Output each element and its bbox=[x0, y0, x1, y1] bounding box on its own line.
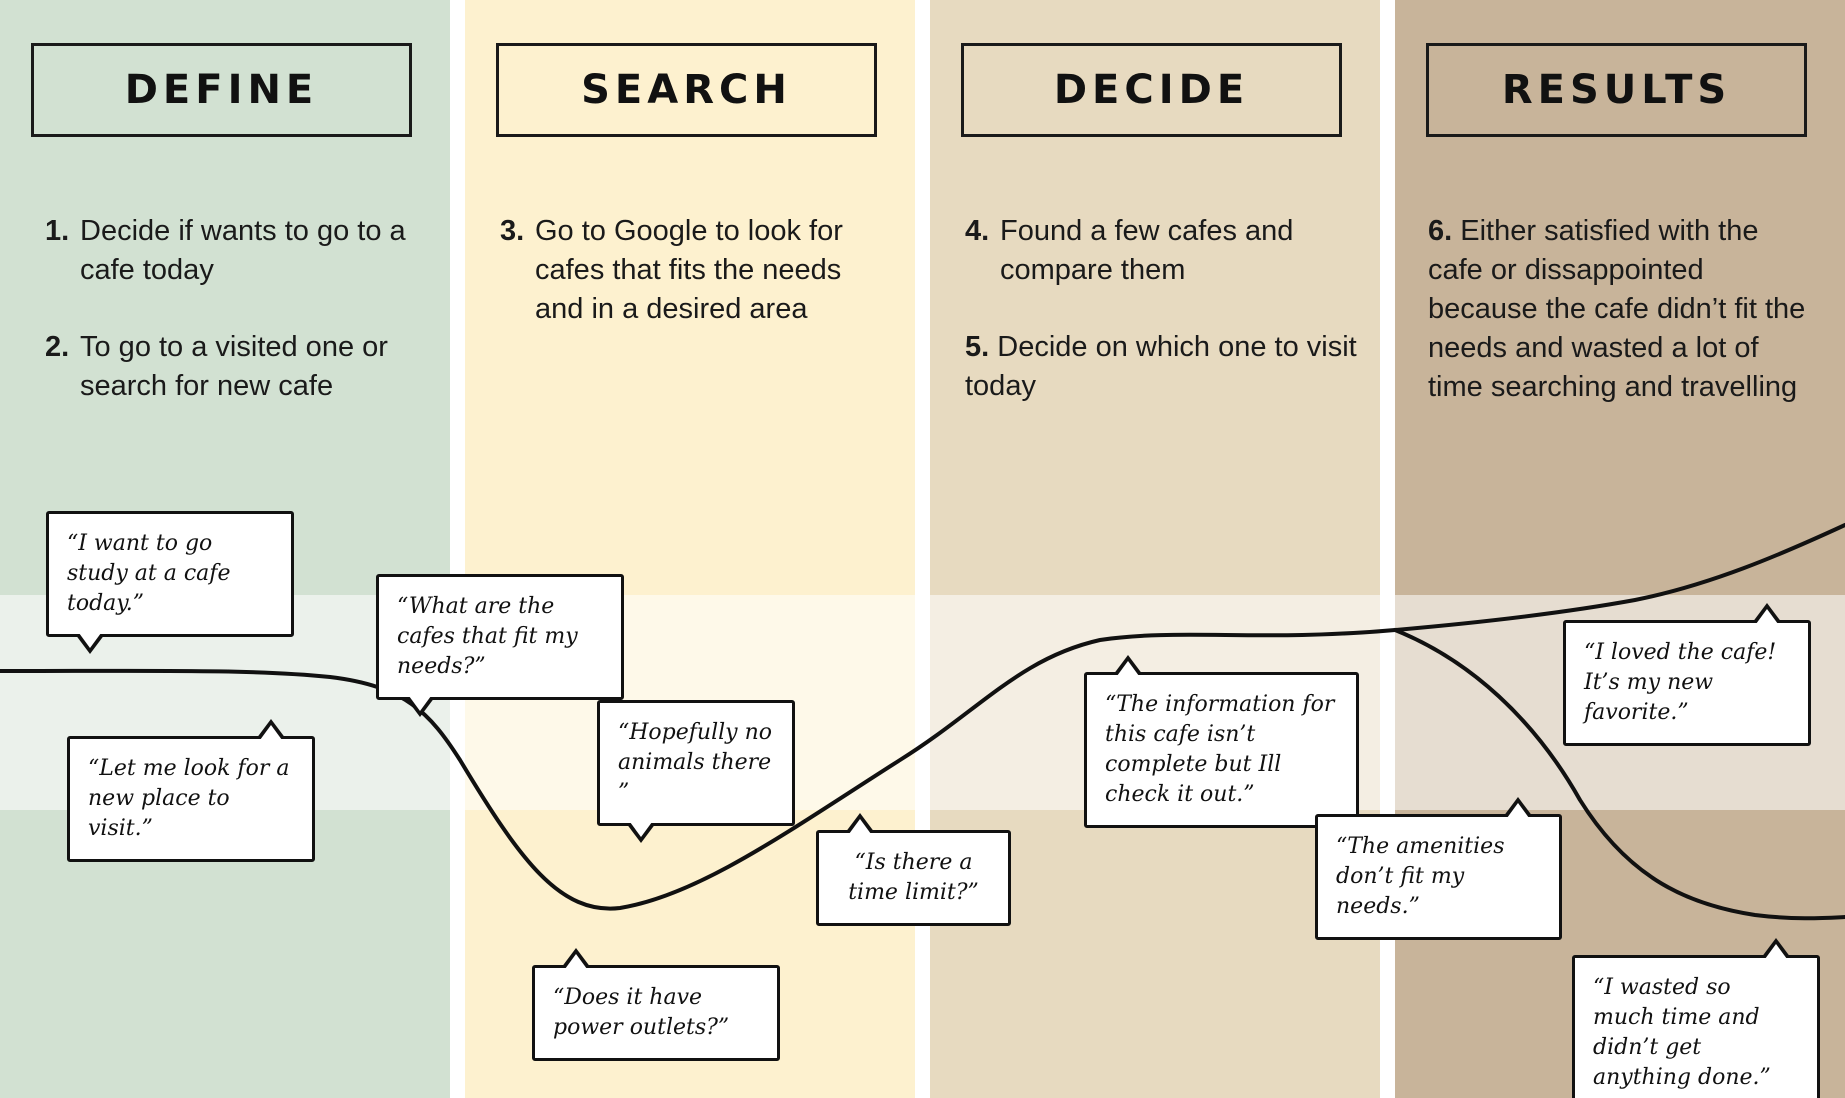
results-steps: 6. Either satisfied with the cafe or dis… bbox=[1428, 212, 1813, 445]
quote-bubble: “The information for this cafe isn’t com… bbox=[1084, 655, 1359, 828]
step-number: 3. bbox=[500, 215, 525, 247]
search-header: SEARCH bbox=[496, 43, 877, 137]
step-5: 5. Decide on which one to visit today bbox=[965, 328, 1360, 406]
results-header: RESULTS bbox=[1426, 43, 1807, 137]
step-text: Found a few cafes and compare them bbox=[1000, 215, 1294, 286]
quote-text: “Let me look for a new place to visit.” bbox=[88, 756, 290, 841]
step-text: To go to a visited one or search for new… bbox=[80, 331, 388, 402]
quote-bubble: “I loved the cafe! It’s my new favorite.… bbox=[1563, 603, 1811, 746]
quote-bubble: “Is there a time limit?” bbox=[816, 813, 1011, 926]
decide-header: DECIDE bbox=[961, 43, 1342, 137]
quote-bubble: “Does it have power outlets?” bbox=[532, 948, 780, 1061]
decide-steps: 4. Found a few cafes and compare them 5.… bbox=[965, 212, 1360, 444]
define-steps: 1. Decide if wants to go to a cafe today… bbox=[45, 212, 440, 444]
step-number: 1. bbox=[45, 215, 70, 247]
step-number: 6. bbox=[1428, 215, 1453, 247]
quote-text: “Hopefully no animals there ” bbox=[618, 720, 772, 805]
quote-text: “The amenities don’t fit my needs.” bbox=[1336, 834, 1505, 919]
define-header: DEFINE bbox=[31, 43, 412, 137]
step-text: Decide if wants to go to a cafe today bbox=[80, 215, 406, 286]
step-number: 2. bbox=[45, 331, 70, 363]
emotion-curve-main bbox=[0, 523, 1845, 911]
quote-bubble: “The amenities don’t fit my needs.” bbox=[1315, 797, 1562, 940]
emotion-curve-negative-branch bbox=[1393, 628, 1845, 921]
search-steps: 3. Go to Google to look for cafes that f… bbox=[500, 212, 895, 367]
step-2: 2. To go to a visited one or search for … bbox=[45, 328, 440, 406]
quote-text: “Does it have power outlets?” bbox=[553, 985, 730, 1040]
step-number: 4. bbox=[965, 215, 990, 247]
quote-text: “I want to go study at a cafe today.” bbox=[67, 531, 231, 616]
quote-text: “Is there a time limit?” bbox=[848, 850, 979, 905]
quote-bubble: “Let me look for a new place to visit.” bbox=[67, 719, 315, 862]
step-4: 4. Found a few cafes and compare them bbox=[965, 212, 1360, 290]
quote-bubble: “I want to go study at a cafe today.” bbox=[46, 511, 294, 654]
step-text: Decide on which one to visit today bbox=[965, 331, 1357, 402]
quote-bubble: “I wasted so much time and didn’t get an… bbox=[1572, 938, 1820, 1098]
step-1: 1. Decide if wants to go to a cafe today bbox=[45, 212, 440, 290]
quote-text: “The information for this cafe isn’t com… bbox=[1105, 692, 1335, 807]
step-text: Go to Google to look for cafes that fits… bbox=[535, 215, 843, 325]
quote-bubble: “Hopefully no animals there ” bbox=[597, 700, 795, 843]
step-3: 3. Go to Google to look for cafes that f… bbox=[500, 212, 895, 329]
quote-bubble: “What are the cafes that fit my needs?” bbox=[376, 574, 624, 717]
quote-text: “I loved the cafe! It’s my new favorite.… bbox=[1584, 640, 1777, 725]
quote-text: “I wasted so much time and didn’t get an… bbox=[1593, 975, 1771, 1090]
quote-text: “What are the cafes that fit my needs?” bbox=[397, 594, 578, 679]
step-text: Either satisfied with the cafe or dissap… bbox=[1428, 215, 1806, 403]
step-number: 5. bbox=[965, 331, 990, 363]
step-6: 6. Either satisfied with the cafe or dis… bbox=[1428, 212, 1813, 407]
